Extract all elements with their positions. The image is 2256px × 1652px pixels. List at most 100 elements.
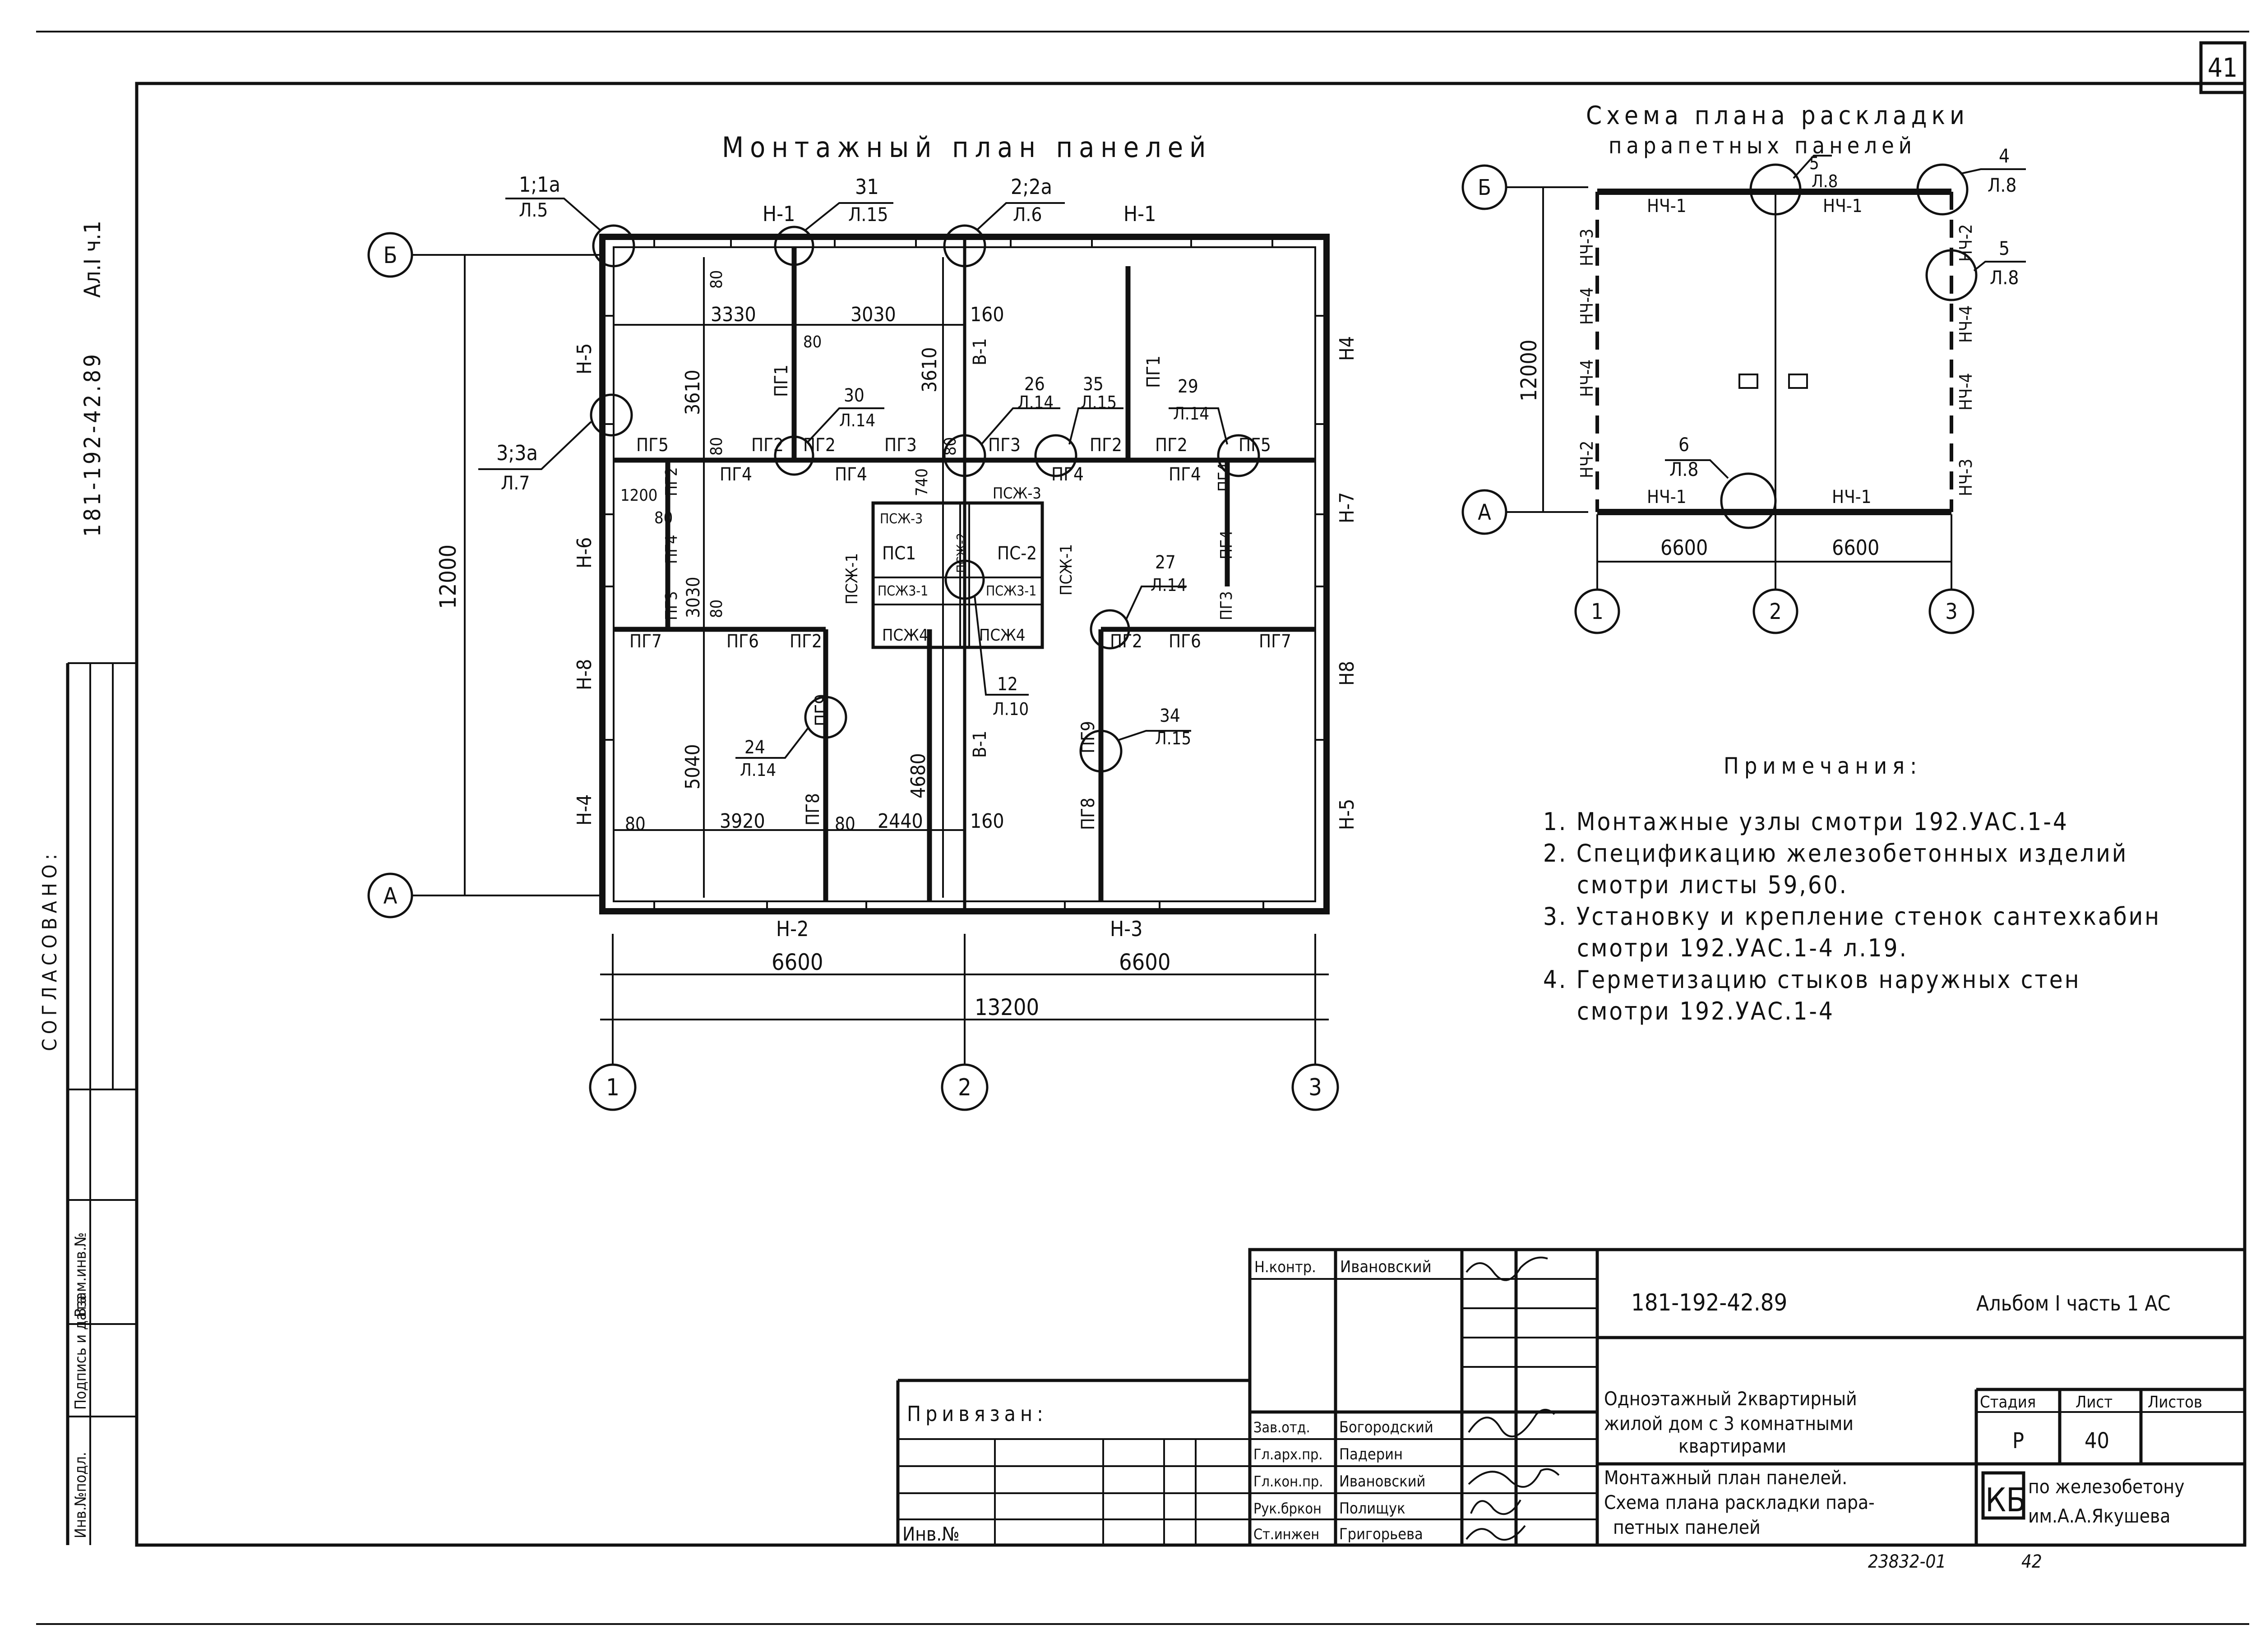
dim-160-bottom: 160 <box>970 810 1004 833</box>
left-strip-sign-date: Подпись и дата <box>72 1296 90 1410</box>
axis-label-b: Б <box>384 242 398 268</box>
parapet-panel-r2: НЧ-4 <box>1956 305 1976 343</box>
tb-name-4: Ивановский <box>1339 1472 1425 1490</box>
partition-pg2-e: ПГ2 <box>790 631 822 652</box>
tb-role-5: Рук.бркон <box>1253 1500 1322 1517</box>
partition-pg2-vertical: ПГ2 <box>662 467 681 496</box>
signature-2 <box>1468 1409 1555 1438</box>
parapet-panel-b2: НЧ-1 <box>1832 487 1872 508</box>
partition-pg4-d: ПГ4 <box>1169 464 1201 485</box>
parapet-node-circle-6 <box>1720 472 1777 529</box>
note-line-2: 2. Спецификацию железобетонных изделий <box>1543 839 2128 868</box>
node-circle-1 <box>592 224 635 268</box>
dim-overall-height: 12000 <box>435 545 461 609</box>
partition-pg4-c: ПГ4 <box>1051 464 1084 485</box>
sheet-number: 41 <box>2208 52 2238 83</box>
cabin-psj3-left: ПСЖ-3 <box>880 511 923 527</box>
callout-1-bot: Л.5 <box>519 199 548 221</box>
side-album-label: Ал.I ч.1 <box>79 221 106 298</box>
partition-pg4-b: ПГ4 <box>835 464 867 485</box>
callout-35-bot: Л.15 <box>1081 392 1117 412</box>
tb-sheet-title-3: петных панелей <box>1613 1516 1761 1538</box>
partition-pg2-b: ПГ2 <box>803 435 836 456</box>
partition-pg7-right: ПГ7 <box>1259 631 1291 652</box>
tb-role-6: Ст.инжен <box>1253 1526 1319 1543</box>
panel-h7: Н-7 <box>1336 492 1359 523</box>
dim-3330: 3330 <box>711 303 756 326</box>
callout-24-top: 24 <box>744 737 765 758</box>
parapet-axis-label-b: Б <box>1478 175 1491 200</box>
node-circle-12 <box>944 559 985 600</box>
parapet-panel-t2: НЧ-1 <box>1823 196 1863 217</box>
dim-80-a: 80 <box>707 270 726 289</box>
dim-overall-width: 13200 <box>975 994 1039 1020</box>
parapet-panel-r4: НЧ-3 <box>1956 459 1976 496</box>
parapet-panel-l4: НЧ-2 <box>1577 441 1597 478</box>
panel-b1-top: В-1 <box>970 338 990 365</box>
tb-name-2: Богородский <box>1339 1418 1433 1436</box>
dim-3610-right: 3610 <box>918 347 941 392</box>
dim-2440: 2440 <box>878 810 923 833</box>
panel-h6: Н-6 <box>573 537 596 568</box>
parapet-axis-label-1: 1 <box>1591 599 1603 624</box>
sheet-frame <box>36 31 2249 1625</box>
node-circle-31 <box>774 226 814 266</box>
cabin-psj31-right: ПСЖ3-1 <box>986 583 1036 599</box>
tb-role-4: Гл.кон.пр. <box>1253 1473 1323 1490</box>
panel-h5-left: Н-5 <box>573 343 596 374</box>
tb-org-logo-box <box>1981 1471 2025 1520</box>
parapet-dim-bay-2: 6600 <box>1832 535 1879 560</box>
callout-24-bot: Л.14 <box>740 760 776 780</box>
tb-org-line-1: по железобетону <box>2028 1476 2184 1498</box>
main-plan-title: Монтажный план панелей <box>722 131 1212 164</box>
callout-3-bot: Л.7 <box>501 472 530 494</box>
dim-80-c: 80 <box>707 437 726 456</box>
tb-org-logo: КБ <box>1985 1481 2026 1519</box>
parapet-callout-5b-bot: Л.8 <box>1990 267 2019 289</box>
note-line-1: 1. Монтажные узлы смотри 192.УАС.1-4 <box>1543 808 2069 836</box>
callout-26-bot: Л.14 <box>1017 392 1054 412</box>
parapet-axis-label-a: А <box>1478 500 1491 525</box>
dim-80-h: 80 <box>835 814 855 835</box>
callout-2-bot: Л.6 <box>1013 203 1042 226</box>
parapet-panel-b1: НЧ-1 <box>1647 487 1687 508</box>
tb-role-2: Зав.отд. <box>1253 1419 1310 1436</box>
callout-30-top: 30 <box>844 385 864 406</box>
note-line-6: 4. Герметизацию стыков наружных стен <box>1543 965 2080 994</box>
tb-privyazan: Привязан: <box>907 1402 1048 1426</box>
axis-label-1: 1 <box>606 1074 619 1101</box>
partition-pg3-vertical-right: ПГ3 <box>1217 591 1236 620</box>
callout-34-top: 34 <box>1160 706 1180 726</box>
dim-3920: 3920 <box>720 810 765 833</box>
parapet-dim-bay-1: 6600 <box>1660 535 1708 560</box>
dim-80-e: 80 <box>654 509 673 527</box>
main-plan: Монтажный план панелей Б А 1 2 3 <box>367 131 1359 1111</box>
panel-b1-bottom: В-1 <box>970 730 990 758</box>
sanitary-cabin <box>871 501 1044 649</box>
node-circle-26 <box>943 434 986 477</box>
dim-80-b: 80 <box>803 333 822 351</box>
dim-1200: 1200 <box>620 486 657 505</box>
cabin-pc1: ПС1 <box>882 543 916 564</box>
parapet-panel-t1: НЧ-1 <box>1647 196 1687 217</box>
cabin-psj3-right: ПСЖ-3 <box>993 485 1041 503</box>
panel-h8-left: Н-8 <box>573 659 596 690</box>
partition-pg6-right: ПГ6 <box>1169 631 1201 652</box>
partition-pg9-left: ПГ9 <box>812 694 832 726</box>
partition-pg4-vertical: ПГ4 <box>662 535 681 564</box>
parapet-panel-l3: НЧ-4 <box>1577 360 1597 397</box>
callout-30-bot: Л.14 <box>839 411 875 430</box>
note-line-7: смотри 192.УАС.1-4 <box>1577 997 1835 1025</box>
callout-29-bot: Л.14 <box>1173 404 1209 424</box>
panel-h5-right: Н-5 <box>1336 799 1359 830</box>
panel-h8-right: Н8 <box>1336 661 1359 686</box>
parapet-callout-4-top: 4 <box>1999 145 2010 167</box>
partition-pg1-right: ПГ1 <box>1143 355 1164 388</box>
parapet-callout-4-bot: Л.8 <box>1988 174 2016 196</box>
partition-pg4-a: ПГ4 <box>720 464 752 485</box>
panel-h2: Н-2 <box>776 917 809 941</box>
partition-pg4-e: ПГ4 <box>1215 462 1234 492</box>
notes: Примечания: 1. Монтажные узлы смотри 192… <box>1543 753 2159 1025</box>
partition-pg8-right: ПГ8 <box>1078 798 1099 830</box>
